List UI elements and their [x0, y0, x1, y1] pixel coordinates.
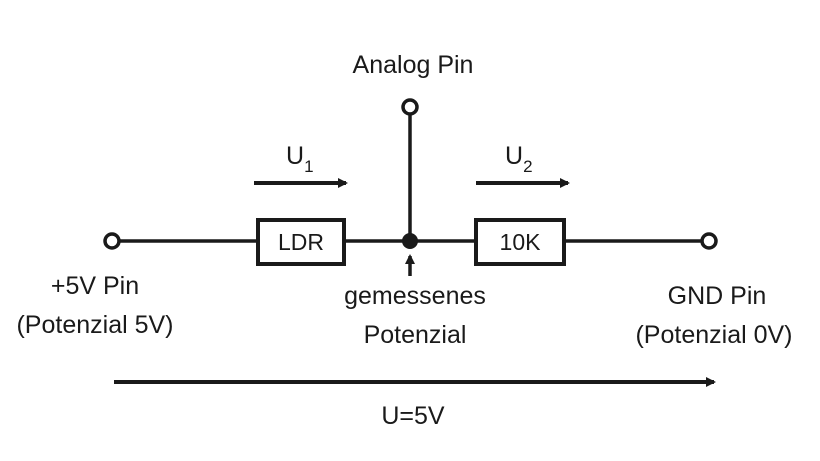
- gnd-label-line1: GND Pin: [668, 282, 767, 310]
- analog-pin-label: Analog Pin: [353, 51, 474, 79]
- resistor-label: 10K: [500, 229, 542, 255]
- total-voltage-label: U=5V: [381, 402, 445, 430]
- terminal-gnd: [700, 232, 718, 250]
- left-label-line1: +5V Pin: [51, 272, 139, 300]
- left-label-line2: (Potenzial 5V): [16, 311, 173, 339]
- u1-label: U1: [286, 142, 314, 176]
- mid-label-line1: gemessenes: [344, 282, 486, 310]
- gnd-label-line2: (Potenzial 0V): [635, 321, 792, 349]
- u2-label: U2: [505, 142, 533, 176]
- fixed-resistor: [474, 218, 566, 266]
- mid-label-line2: Potenzial: [364, 321, 467, 349]
- terminal-analog: [401, 98, 419, 116]
- terminal-5v: [103, 232, 121, 250]
- ldr-label: LDR: [278, 229, 324, 255]
- junction-node: [402, 233, 418, 249]
- ldr-resistor: [256, 218, 346, 266]
